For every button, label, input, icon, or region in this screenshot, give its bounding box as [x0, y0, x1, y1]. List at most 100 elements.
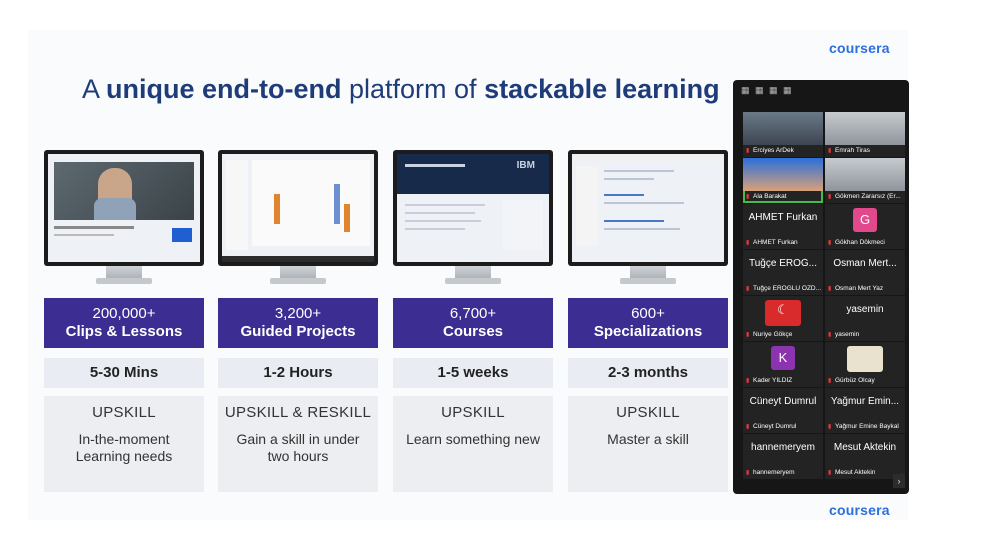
- participant-name: Tuğçe EROĞLU ÖZD...: [753, 285, 822, 292]
- stat-count: 6,700+: [449, 305, 497, 322]
- participant-name: AHMET Furkan: [753, 239, 798, 246]
- participant-tile[interactable]: ▮Ala Barakat: [743, 158, 823, 203]
- description-box: UPSKILL Learn something new: [393, 396, 553, 492]
- gallery-toolbar: ▦ ▦ ▦ ▦: [733, 80, 909, 102]
- flag-icon: ☾: [765, 300, 801, 326]
- coursera-logo-top: coursera: [829, 40, 890, 56]
- participant-name: Gürbüz Olcay: [835, 377, 875, 384]
- participant-tile[interactable]: ▮Gökmen Zararsız (Er...: [825, 158, 905, 203]
- participant-name: Gökmen Zararsız (Er...: [835, 193, 901, 200]
- description-head: UPSKILL: [92, 404, 156, 421]
- participant-tile[interactable]: hannemeryem▮hannemeryem: [743, 434, 823, 479]
- participant-display-name: Mesut Aktekin: [833, 442, 897, 453]
- mic-muted-icon: ▮: [828, 286, 832, 292]
- description-body: Gain a skill in under two hours: [236, 431, 360, 464]
- participant-tile[interactable]: ▮Gürbüz Olcay: [825, 342, 905, 387]
- participant-tile[interactable]: AHMET Furkan▮AHMET Furkan: [743, 204, 823, 249]
- mic-muted-icon: ▮: [746, 148, 750, 154]
- description-body: Learn something new: [406, 431, 540, 447]
- mic-muted-icon: ▮: [828, 240, 832, 246]
- mic-muted-icon: ▮: [746, 286, 750, 292]
- description-box: UPSKILL & RESKILL Gain a skill in under …: [218, 396, 378, 492]
- duration-box: 2-3 months: [568, 358, 728, 388]
- participant-photo: [847, 346, 883, 372]
- mic-muted-icon: ▮: [746, 424, 750, 430]
- stat-count: 600+: [631, 305, 665, 322]
- participant-display-name: Osman Mert...: [833, 258, 897, 269]
- participant-display-name: Tuğçe EROĞ...: [749, 258, 817, 269]
- mic-muted-icon: ▮: [828, 148, 832, 154]
- participant-tile[interactable]: yasemin▮yasemin: [825, 296, 905, 341]
- description-head: UPSKILL & RESKILL: [224, 404, 372, 421]
- headline-bold1: unique end-to-end: [106, 74, 342, 104]
- description-body: Master a skill: [607, 431, 689, 447]
- mic-muted-icon: ▮: [746, 378, 750, 384]
- mic-muted-icon: ▮: [828, 332, 832, 338]
- stat-label: Courses: [442, 323, 504, 340]
- grid-icon[interactable]: ▦: [755, 85, 764, 95]
- participant-tile[interactable]: Mesut Aktekin▮Mesut Aktekin: [825, 434, 905, 479]
- duration-box: 1-5 weeks: [393, 358, 553, 388]
- stat-label: Specializations: [593, 323, 703, 340]
- participant-name: Yağmur Emine Baykal: [835, 423, 899, 430]
- participant-display-name: hannemeryem: [751, 442, 815, 453]
- stat-box: 3,200+ Guided Projects: [218, 298, 378, 348]
- monitor-project: [218, 150, 378, 284]
- grid-icon[interactable]: ▦: [783, 85, 792, 95]
- participant-display-name: Yağmur Emin...: [830, 396, 900, 407]
- stat-count: 3,200+: [274, 305, 322, 322]
- stat-box: 6,700+ Courses: [393, 298, 553, 348]
- participant-tile[interactable]: ▮Erciyes ArDek: [743, 112, 823, 157]
- headline-bold2: stackable learning: [484, 74, 720, 104]
- participant-name: Nuriye Gökçe: [753, 331, 793, 338]
- mic-muted-icon: ▮: [746, 332, 750, 338]
- mic-muted-icon: ▮: [828, 194, 832, 200]
- participant-name: Mesut Aktekin: [835, 469, 876, 476]
- participant-display-name: Cüneyt Dumrul: [749, 396, 817, 407]
- participant-name: Ala Barakat: [753, 193, 787, 200]
- next-page-button[interactable]: ›: [893, 474, 905, 488]
- description-body: In-the-moment Learning needs: [75, 431, 173, 464]
- mic-muted-icon: ▮: [746, 240, 750, 246]
- grid-icon[interactable]: ▦: [741, 85, 750, 95]
- stat-label: Guided Projects: [240, 323, 356, 340]
- participant-tile[interactable]: K▮Kader YILDIZ: [743, 342, 823, 387]
- participant-display-name: yasemin: [846, 304, 884, 315]
- duration-box: 1-2 Hours: [218, 358, 378, 388]
- participant-name: yasemin: [835, 331, 860, 338]
- participant-name: hannemeryem: [753, 469, 795, 476]
- participant-video: [743, 112, 823, 145]
- participant-video: [743, 158, 823, 191]
- ibm-logo: IBM: [516, 160, 535, 171]
- description-box: UPSKILL Master a skill: [568, 396, 728, 492]
- headline-part2: platform of: [341, 74, 485, 104]
- monitor-specialization: [568, 150, 728, 284]
- participant-tile[interactable]: G ▮Gökhan Dökmeci: [825, 204, 905, 249]
- participant-tile[interactable]: Tuğçe EROĞ... ▮Tuğçe EROĞLU ÖZD...: [743, 250, 823, 295]
- participant-tile[interactable]: ☾ ▮Nuriye Gökçe: [743, 296, 823, 341]
- coursera-logo-bottom: coursera: [829, 502, 890, 518]
- mic-muted-icon: ▮: [746, 194, 750, 200]
- participant-name: Cüneyt Dumrul: [753, 423, 797, 430]
- participant-name: Gökhan Dökmeci: [835, 239, 885, 246]
- mic-muted-icon: ▮: [828, 424, 832, 430]
- description-head: UPSKILL: [441, 404, 505, 421]
- stat-count: 200,000+: [92, 305, 156, 322]
- description-head: UPSKILL: [616, 404, 680, 421]
- avatar: G: [853, 208, 877, 232]
- participant-tile[interactable]: ▮Emrah Tiras: [825, 112, 905, 157]
- mic-muted-icon: ▮: [746, 470, 750, 476]
- participant-name: Emrah Tiras: [835, 147, 871, 154]
- participant-display-name: AHMET Furkan: [748, 212, 818, 223]
- duration-box: 5-30 Mins: [44, 358, 204, 388]
- monitor-video: [44, 150, 204, 284]
- participant-video: [825, 112, 905, 145]
- monitor-course: IBM: [393, 150, 553, 284]
- stat-box: 600+ Specializations: [568, 298, 728, 348]
- grid-icon[interactable]: ▦: [769, 85, 778, 95]
- participant-tile[interactable]: Yağmur Emin... ▮Yağmur Emine Baykal: [825, 388, 905, 433]
- participant-video: [825, 158, 905, 191]
- participant-tile[interactable]: Osman Mert...▮Osman Mert Yaz: [825, 250, 905, 295]
- participant-tile[interactable]: Cüneyt Dumrul▮Cüneyt Dumrul: [743, 388, 823, 433]
